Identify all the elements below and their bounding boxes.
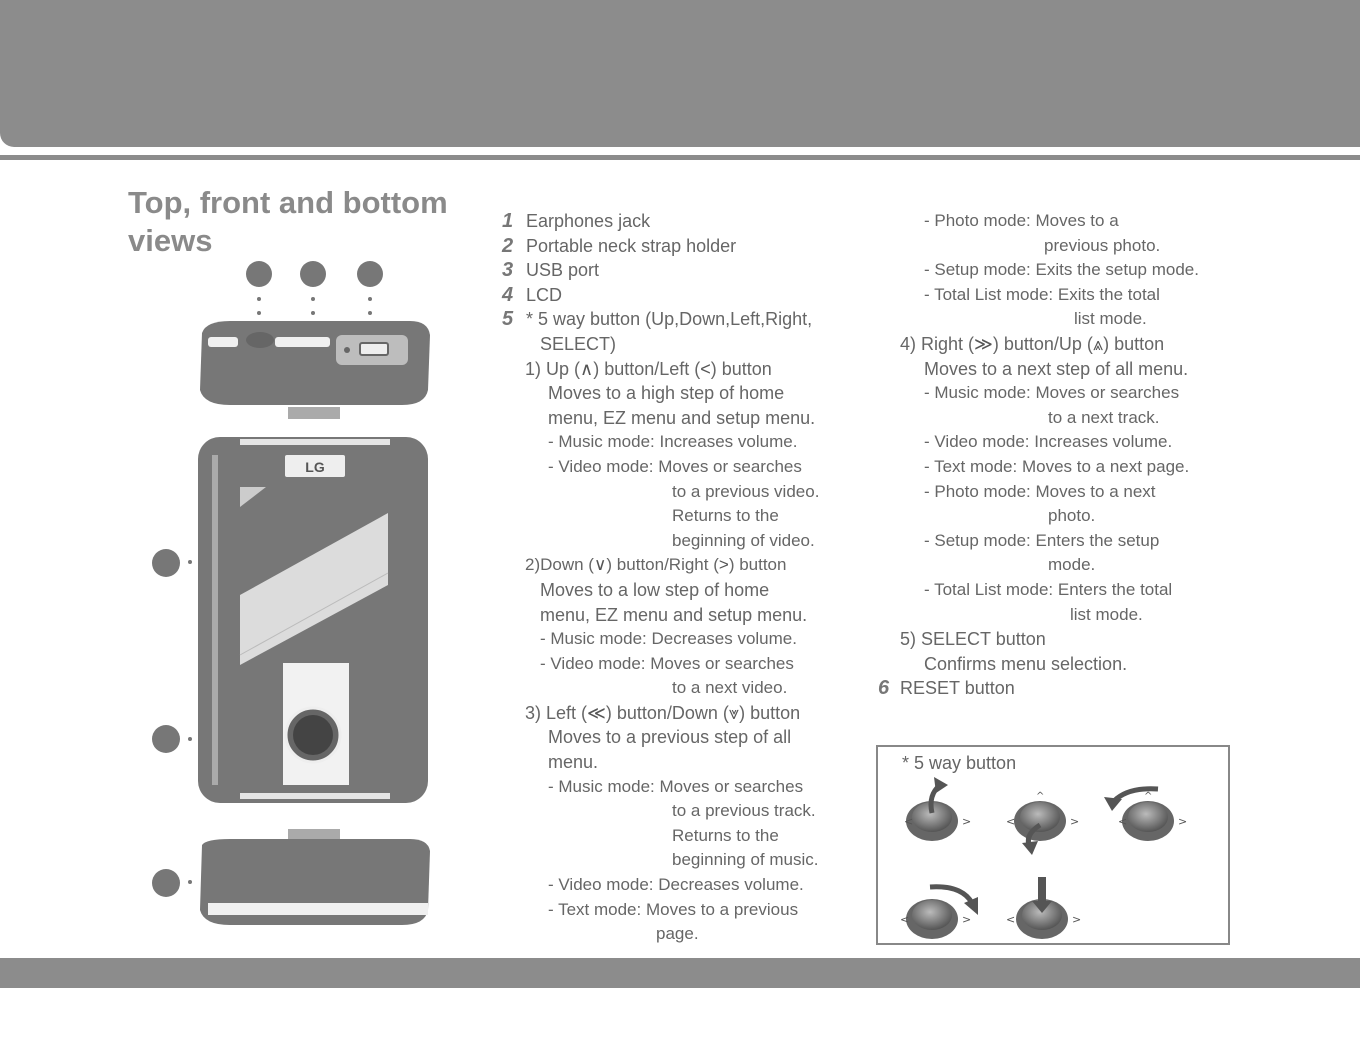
parts-column-right: - Photo mode: Moves to a previous photo.… bbox=[878, 209, 1248, 701]
right-press-icon: < > bbox=[900, 884, 978, 939]
double-down-arrow-icon: ⩔ bbox=[728, 702, 740, 723]
callout-markers-top bbox=[246, 261, 383, 315]
svg-text:>: > bbox=[1072, 913, 1081, 926]
five-way-box-title: * 5 way button bbox=[902, 753, 1017, 773]
header-rule bbox=[0, 155, 1360, 160]
down-button-heading: 2)Down (∨) button/Right (>) button bbox=[502, 553, 872, 578]
select-button-heading: 5) SELECT button bbox=[900, 629, 1046, 650]
up-button-heading: 1) Up (∧) button/Left (<) button bbox=[502, 357, 872, 382]
device-front-view: LG bbox=[198, 437, 428, 803]
five-way-button-box: * 5 way button < > < > ^ bbox=[876, 745, 1230, 945]
select-press-icon: < > bbox=[1006, 877, 1081, 939]
device-bottom-view bbox=[200, 829, 430, 925]
svg-text:>: > bbox=[962, 815, 971, 828]
right-button-heading: 4) Right (≫) button/Up (⩓) button bbox=[878, 332, 1248, 357]
section-title: Top, front and bottom views bbox=[128, 185, 448, 258]
left-press-icon: < > ^ bbox=[1104, 786, 1187, 841]
svg-text:<: < bbox=[1118, 815, 1127, 828]
down-press-icon: < > ^ bbox=[1006, 791, 1079, 855]
right-arrow-icon: > bbox=[718, 555, 729, 575]
left-button-heading: 3) Left (≪) button/Down (⩔) button bbox=[502, 701, 872, 726]
callout-markers-left bbox=[152, 549, 192, 897]
svg-text:<: < bbox=[1006, 913, 1015, 926]
part-item-5: 5* 5 way button (Up,Down,Left,Right, bbox=[502, 308, 813, 331]
svg-text:>: > bbox=[1070, 815, 1079, 828]
footer-band bbox=[0, 958, 1360, 988]
device-top-view bbox=[200, 321, 430, 419]
svg-text:^: ^ bbox=[1036, 791, 1044, 802]
svg-text:^: ^ bbox=[1144, 791, 1152, 802]
left-arrow-icon: < bbox=[700, 358, 711, 379]
header-band bbox=[0, 0, 1360, 147]
double-up-arrow-icon: ⩓ bbox=[1092, 333, 1104, 354]
up-press-icon: < > bbox=[904, 777, 971, 841]
svg-text:<: < bbox=[1006, 815, 1015, 828]
device-illustration: LG bbox=[152, 261, 430, 925]
double-right-arrow-icon: ≫ bbox=[974, 333, 993, 354]
svg-text:>: > bbox=[1178, 815, 1187, 828]
lg-logo: LG bbox=[305, 459, 325, 475]
up-arrow-icon: ∧ bbox=[580, 358, 594, 379]
five-way-diagrams: < > < > ^ < > ^ < bbox=[900, 777, 1187, 939]
down-arrow-icon: ∨ bbox=[593, 555, 607, 575]
double-left-arrow-icon: ≪ bbox=[587, 702, 606, 723]
svg-text:<: < bbox=[900, 913, 909, 926]
svg-text:<: < bbox=[904, 815, 913, 828]
svg-text:>: > bbox=[962, 913, 971, 926]
